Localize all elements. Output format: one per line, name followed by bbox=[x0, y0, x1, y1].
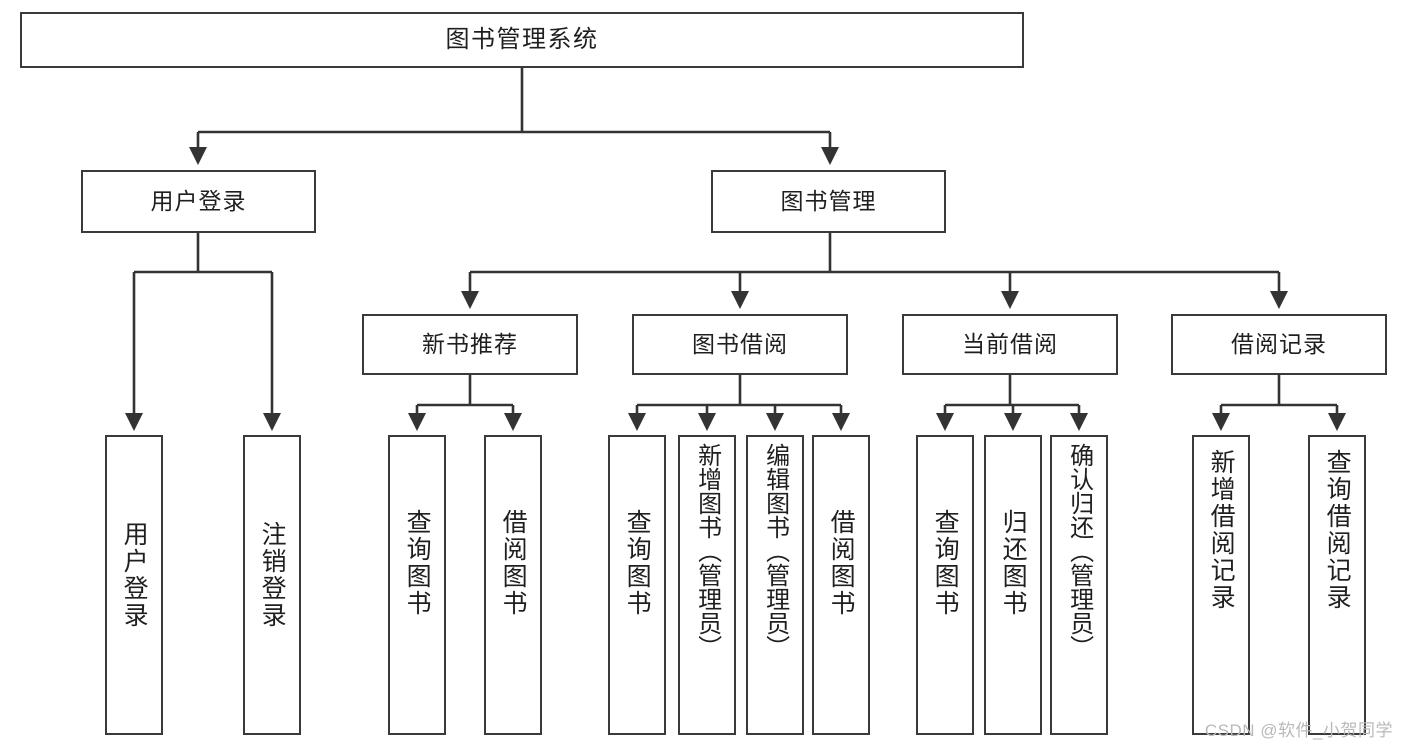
node-book-borrow-label: 图书借阅 bbox=[692, 331, 788, 358]
node-current-borrow[interactable]: 当前借阅 bbox=[902, 314, 1118, 375]
leaf-logout-login[interactable]: 注销登录 bbox=[243, 435, 301, 735]
leaf-borrow-book-2-label: 借阅图书 bbox=[827, 509, 856, 617]
csdn-watermark: CSDN @软件_小贺同学 bbox=[1204, 721, 1393, 740]
node-borrow-record[interactable]: 借阅记录 bbox=[1171, 314, 1387, 375]
node-current-borrow-label: 当前借阅 bbox=[962, 331, 1058, 358]
leaf-return-book-label: 归还图书 bbox=[999, 509, 1028, 617]
leaf-borrow-book-1-label: 借阅图书 bbox=[499, 509, 528, 617]
leaf-user-login[interactable]: 用户登录 bbox=[105, 435, 163, 735]
leaf-query-borrow-record[interactable]: 查询借阅记录 bbox=[1308, 435, 1366, 735]
node-root-system-label: 图书管理系统 bbox=[445, 26, 599, 54]
leaf-user-login-label: 用户登录 bbox=[120, 521, 149, 629]
leaf-borrow-book-1[interactable]: 借阅图书 bbox=[484, 435, 542, 735]
node-user-login-label: 用户登录 bbox=[150, 188, 247, 215]
leaf-query-book-2[interactable]: 查询图书 bbox=[608, 435, 666, 735]
leaf-borrow-book-2[interactable]: 借阅图书 bbox=[812, 435, 870, 735]
leaf-add-book-admin-label: 新增图书（管理员） bbox=[693, 443, 721, 659]
leaf-logout-login-label: 注销登录 bbox=[258, 521, 287, 629]
node-book-manage[interactable]: 图书管理 bbox=[711, 170, 946, 233]
leaf-edit-book-admin-label: 编辑图书（管理员） bbox=[761, 443, 789, 659]
leaf-confirm-return-admin[interactable]: 确认归还（管理员） bbox=[1050, 435, 1108, 735]
leaf-query-borrow-record-label: 查询借阅记录 bbox=[1323, 449, 1352, 611]
leaf-add-borrow-record[interactable]: 新增借阅记录 bbox=[1192, 435, 1250, 735]
leaf-query-book-2-label: 查询图书 bbox=[623, 509, 652, 617]
node-book-manage-label: 图书管理 bbox=[780, 188, 877, 215]
leaf-query-book-3[interactable]: 查询图书 bbox=[916, 435, 974, 735]
leaf-query-book-1[interactable]: 查询图书 bbox=[388, 435, 446, 735]
node-borrow-record-label: 借阅记录 bbox=[1231, 331, 1327, 358]
leaf-query-book-3-label: 查询图书 bbox=[931, 509, 960, 617]
node-book-borrow[interactable]: 图书借阅 bbox=[632, 314, 848, 375]
node-root-system[interactable]: 图书管理系统 bbox=[20, 12, 1024, 68]
node-new-book-recommend[interactable]: 新书推荐 bbox=[362, 314, 578, 375]
leaf-confirm-return-admin-label: 确认归还（管理员） bbox=[1065, 443, 1093, 659]
leaf-add-book-admin[interactable]: 新增图书（管理员） bbox=[678, 435, 736, 735]
leaf-return-book[interactable]: 归还图书 bbox=[984, 435, 1042, 735]
leaf-add-borrow-record-label: 新增借阅记录 bbox=[1207, 449, 1236, 611]
leaf-query-book-1-label: 查询图书 bbox=[403, 509, 432, 617]
node-user-login[interactable]: 用户登录 bbox=[81, 170, 316, 233]
leaf-edit-book-admin[interactable]: 编辑图书（管理员） bbox=[746, 435, 804, 735]
node-new-book-recommend-label: 新书推荐 bbox=[422, 331, 518, 358]
